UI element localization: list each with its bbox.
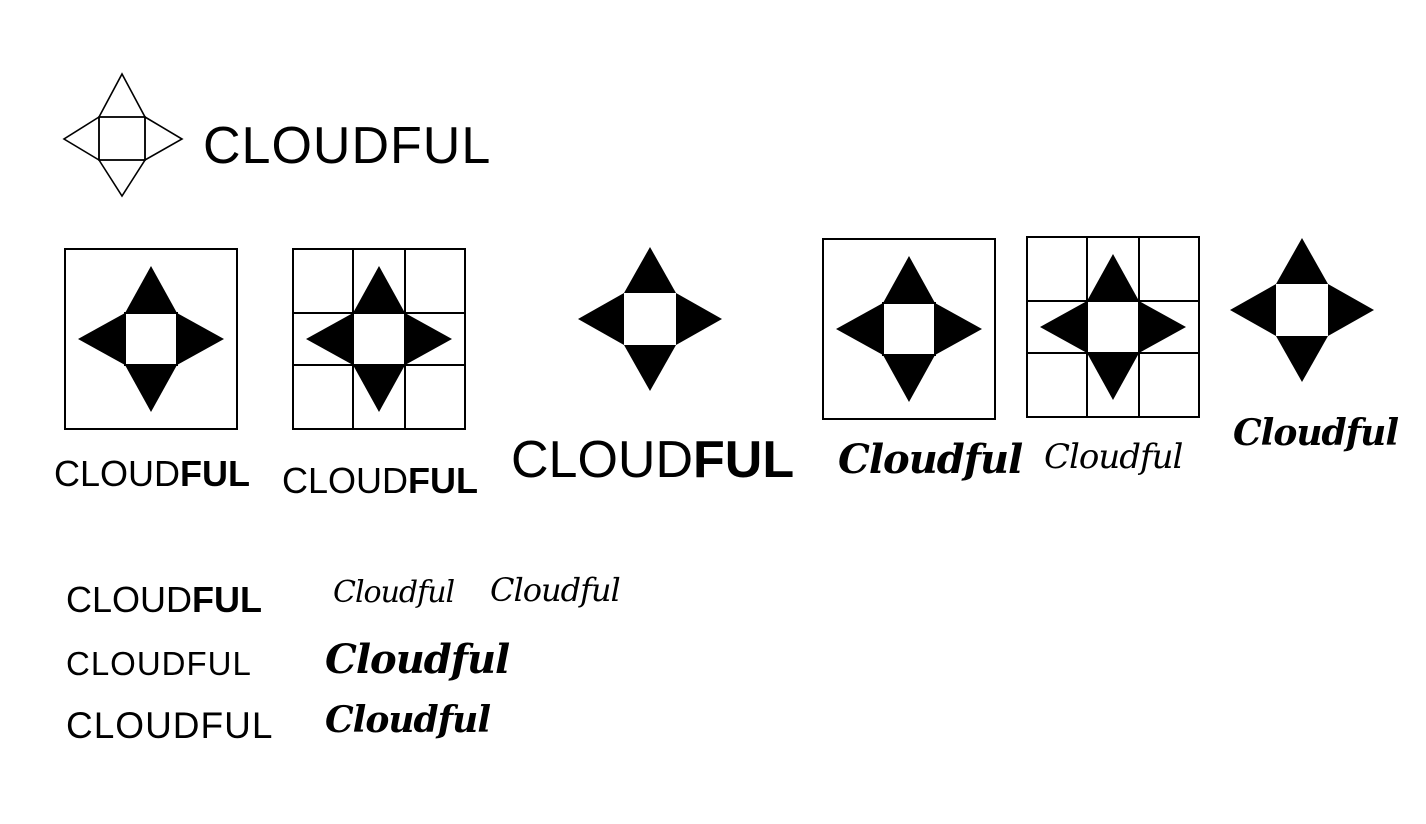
wordmark-bold-part: FUL <box>180 453 251 494</box>
wordmark-light-part: CLOUD <box>282 460 409 501</box>
wordmark-bold-part: FUL <box>192 579 263 620</box>
wordmark-light-part: CLOUD <box>54 453 181 494</box>
wordmark-script: Cloudful <box>1044 437 1183 477</box>
wordmark-split: CLOUDFUL <box>511 434 794 486</box>
wordmark-script: Cloudful <box>838 436 1023 483</box>
compass-star-outline-icon <box>62 72 184 198</box>
compass-star-framed-icon <box>64 248 238 430</box>
compass-star-icon <box>1230 238 1374 382</box>
wordmark-light-part: CLOUD <box>511 431 694 489</box>
wordmark-bold-part: FUL <box>693 431 795 489</box>
compass-star-framed-icon <box>822 238 996 420</box>
primary-wordmark: CLOUDFUL <box>203 117 492 175</box>
wordmark-split: CLOUDFUL <box>66 582 262 618</box>
wordmark-upper: CLOUDFUL <box>66 645 252 682</box>
compass-star-icon <box>578 247 722 391</box>
wordmark-script: Cloudful <box>1233 412 1399 454</box>
wordmark-script: Cloudful <box>325 699 491 741</box>
compass-star-grid-icon <box>292 248 466 430</box>
wordmark-upper: CLOUDFUL <box>66 705 274 746</box>
wordmark-split: CLOUDFUL <box>282 463 478 499</box>
wordmark-bold-part: FUL <box>408 460 479 501</box>
wordmark-script: Cloudful <box>490 571 621 609</box>
wordmark-split: CLOUDFUL <box>54 456 250 492</box>
wordmark-light-part: CLOUD <box>66 579 193 620</box>
wordmark-script: Cloudful <box>333 575 455 610</box>
compass-star-grid-icon <box>1026 236 1200 418</box>
wordmark-script: Cloudful <box>325 636 510 683</box>
